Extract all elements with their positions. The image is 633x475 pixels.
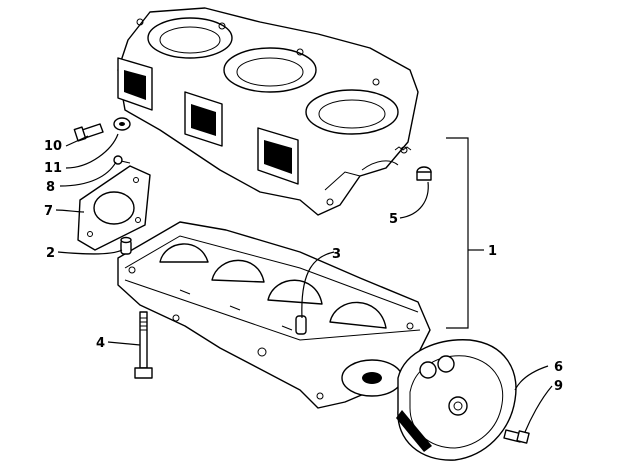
bolt-part-9 <box>503 429 530 444</box>
callout-4: 4 <box>96 336 105 351</box>
bolt-part-10 <box>73 123 104 142</box>
callout-3: 3 <box>332 247 341 262</box>
magneto-housing <box>396 339 517 461</box>
callout-6: 6 <box>554 360 563 375</box>
callout-8: 8 <box>46 180 55 195</box>
upper-crankcase <box>117 7 419 216</box>
callout-labels: 10 11 8 7 2 3 5 1 4 6 9 <box>44 139 563 394</box>
callout-7: 7 <box>44 204 53 219</box>
callout-2: 2 <box>46 246 55 261</box>
dowel-pin-part-2 <box>120 236 132 255</box>
stud-bolt-part-4 <box>134 311 153 379</box>
washer-part-11 <box>113 117 131 131</box>
plug-part-5 <box>416 166 432 181</box>
leader-lines <box>55 133 553 433</box>
assembly-bracket <box>446 137 484 329</box>
callout-9: 9 <box>554 379 563 394</box>
screw-part-8 <box>113 155 131 165</box>
callout-11: 11 <box>44 161 62 176</box>
callout-5: 5 <box>389 212 398 227</box>
cover-plate-part-7 <box>77 165 151 251</box>
callout-10: 10 <box>44 139 62 154</box>
lower-crankcase <box>117 221 431 409</box>
callout-1: 1 <box>488 244 497 259</box>
